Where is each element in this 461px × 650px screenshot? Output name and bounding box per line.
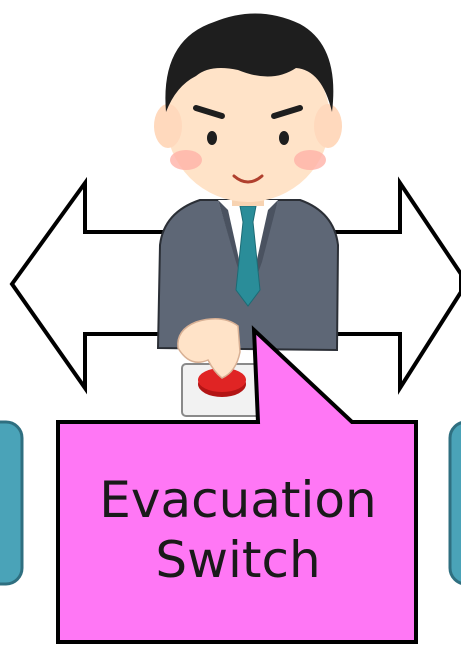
callout-label: Evacuation Switch [64,470,412,590]
left-side-box [0,422,22,584]
right-side-box [450,422,461,584]
callout-line-1: Evacuation [64,470,412,530]
businessman-icon [154,13,342,350]
callout-line-2: Switch [64,530,412,590]
